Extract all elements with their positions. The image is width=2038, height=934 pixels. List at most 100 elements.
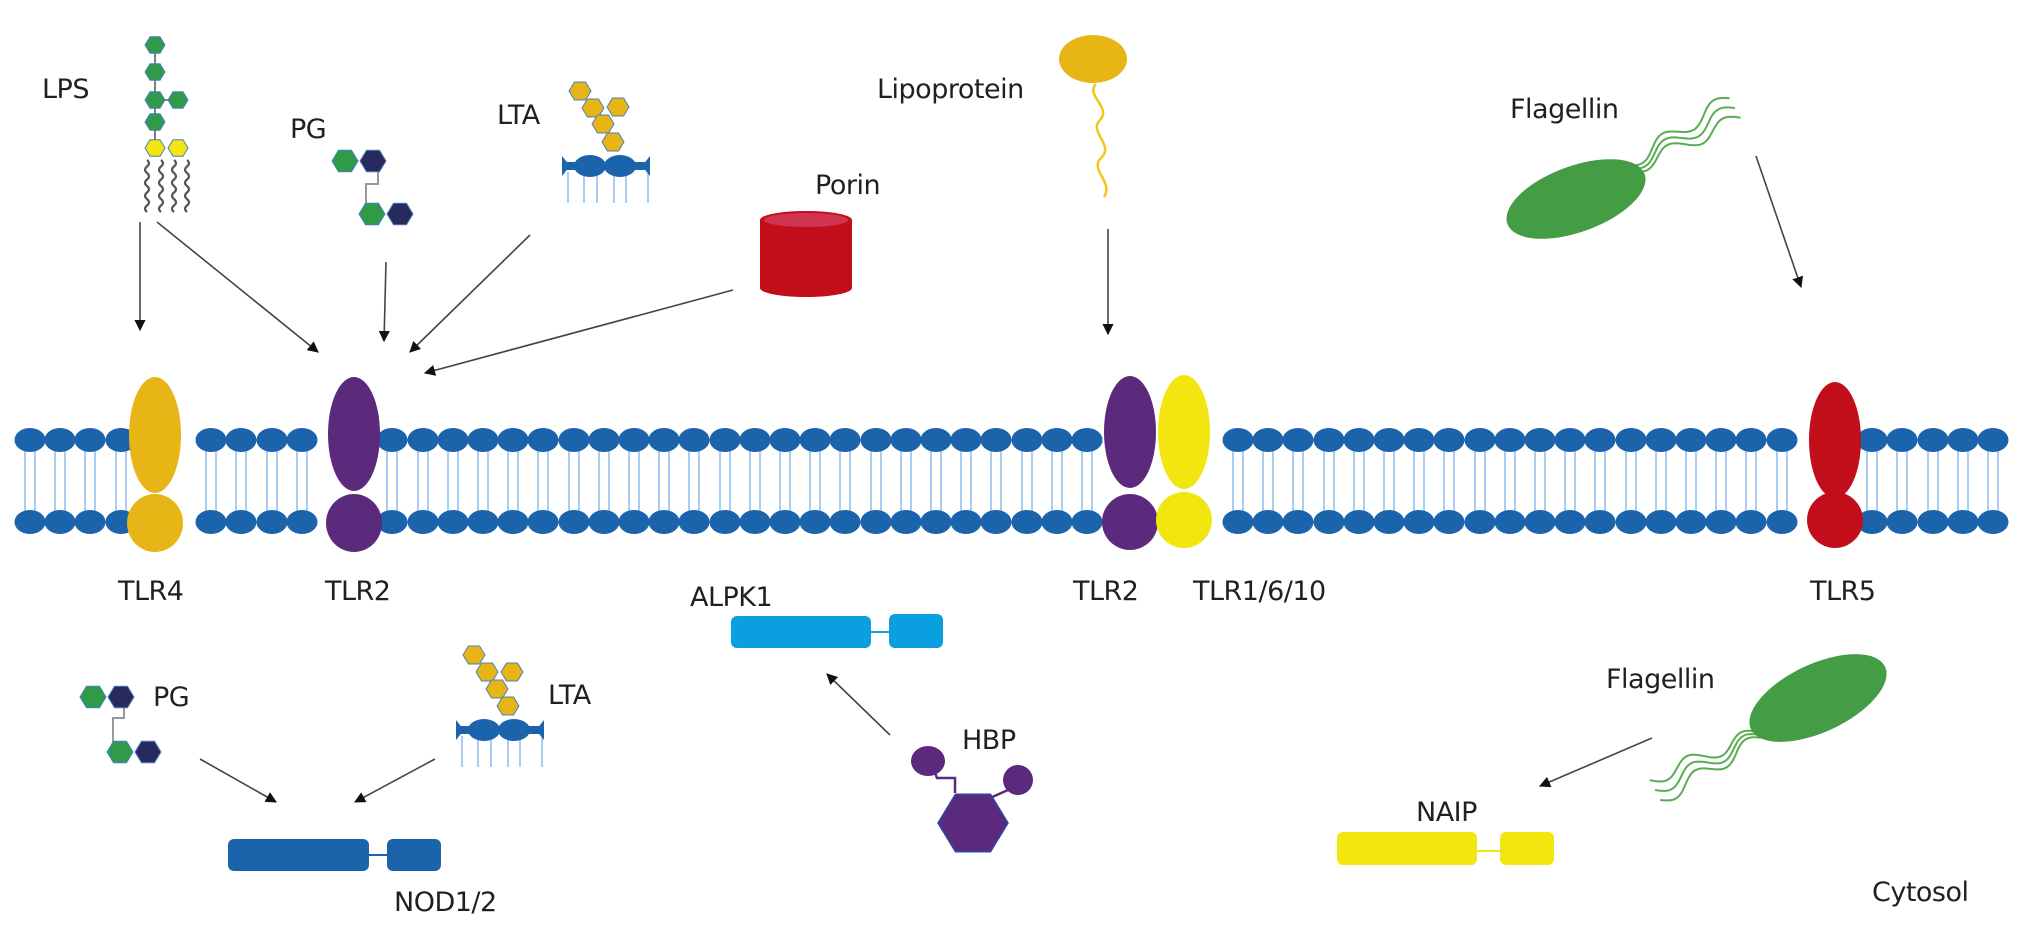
sugar-hexagon [167, 91, 189, 109]
phospholipid-head [1735, 428, 1767, 452]
arrow-pg-to-tlr2 [378, 261, 390, 343]
label-flagellin-top: Flagellin [1510, 94, 1618, 125]
naip-protein-icon [1337, 832, 1554, 865]
sugar-hexagon [581, 98, 605, 118]
lps-molecule-icon [143, 36, 191, 213]
phospholipid-head [1403, 428, 1435, 452]
sugar-hexagon [144, 113, 166, 131]
phospholipid-head [890, 428, 922, 452]
phospholipid-head [1524, 510, 1556, 534]
label-tlr2-left: TLR2 [324, 576, 390, 607]
phospholipid-head [74, 510, 106, 534]
arrow-lta-to-nod [354, 758, 436, 803]
phospholipid-head [14, 510, 46, 534]
phospholipid-head [618, 428, 650, 452]
label-porin: Porin [815, 170, 880, 201]
lta-bottom-molecule-icon [456, 645, 544, 767]
sugar-hexagon [591, 114, 615, 134]
label-nod1-2: NOD1/2 [394, 887, 497, 918]
phospholipid-head [1252, 428, 1284, 452]
phospholipid-head [558, 510, 590, 534]
phospholipid-head [1886, 510, 1918, 534]
phospholipid-head [467, 428, 499, 452]
phospholipid-head [1675, 428, 1707, 452]
arrow-flagellin-to-naip [1538, 737, 1653, 788]
hbp-molecule-icon [911, 746, 1033, 853]
phospholipid-head [1554, 428, 1586, 452]
phospholipid-head [860, 510, 892, 534]
lipid-a-tails [143, 159, 191, 213]
phospholipid-head [860, 428, 892, 452]
sugar-hexagon [359, 149, 387, 173]
phospholipid-head [527, 428, 559, 452]
phospholipid-head [1403, 510, 1435, 534]
phospholipid-head [1856, 510, 1888, 534]
phospholipid-head [407, 428, 439, 452]
label-flagellin-bottom: Flagellin [1606, 664, 1714, 695]
nod1-2-protein-icon [228, 839, 441, 871]
lipid-chain [183, 159, 191, 213]
sugar-hexagon [475, 662, 499, 682]
phospholipid-head [1011, 510, 1043, 534]
phospholipid-head [1222, 428, 1254, 452]
phospholipid-head [678, 510, 710, 534]
phospholipid-head [799, 510, 831, 534]
phospholipid-head [105, 428, 137, 452]
flagella [1626, 97, 1741, 173]
phospholipid-head [1252, 510, 1284, 534]
phospholipid-head [1584, 510, 1616, 534]
arrow-hbp-to-alpk1 [826, 673, 891, 736]
arrow-pg-to-nod [199, 758, 277, 803]
phospholipid-head [1856, 428, 1888, 452]
tlr1-6-10-receptor [1156, 375, 1212, 548]
pg-top-molecule-icon [331, 149, 414, 226]
arrow-porin-to-tlr2 [423, 289, 734, 376]
phospholipid-head [1766, 428, 1798, 452]
tlr2-left-receptor [326, 377, 382, 552]
phospholipid-head [376, 428, 408, 452]
phospholipid-head [527, 510, 559, 534]
flagellated-bacterium-top-icon [1506, 97, 1741, 239]
phospholipid-head [980, 428, 1012, 452]
flagellated-bacterium-bottom-icon [1649, 654, 1887, 802]
sugar-hexagon [107, 685, 135, 709]
phospholipid-head [1494, 428, 1526, 452]
phospholipid-head [950, 510, 982, 534]
flagella [1649, 729, 1762, 802]
phospholipid-head [1494, 510, 1526, 534]
phospholipid-head [1433, 428, 1465, 452]
sugar-hexagon [358, 202, 386, 226]
phospholipid-head [678, 428, 710, 452]
phospholipid-head [256, 510, 288, 534]
label-lta-top: LTA [497, 100, 541, 131]
sugar-hexagon [601, 132, 625, 152]
label-pg-bottom: PG [153, 682, 189, 713]
sugar-hexagon [144, 36, 166, 54]
phospholipid-head [1705, 428, 1737, 452]
phospholipid-head [1373, 510, 1405, 534]
phospholipid-head [407, 510, 439, 534]
phospholipid-head [195, 510, 227, 534]
phospholipid-head [44, 428, 76, 452]
phospholipid-head [1977, 510, 2009, 534]
alpk1-protein-icon [731, 614, 943, 648]
arrow-lta-to-tlr2 [409, 234, 531, 353]
phospholipid-head [225, 510, 257, 534]
phospholipid-head [467, 510, 499, 534]
arrows [134, 155, 1804, 803]
phospholipid-head [648, 510, 680, 534]
phospholipid-head [1886, 428, 1918, 452]
sugar-hexagon [167, 139, 189, 157]
sugar-hexagon [106, 740, 134, 764]
sugar-hexagon [144, 139, 166, 157]
sugar-hexagon [331, 149, 359, 173]
phospholipid-head [1584, 428, 1616, 452]
phospholipid-head [1645, 428, 1677, 452]
phospholipid-head [799, 428, 831, 452]
label-lta-bottom: LTA [548, 680, 592, 711]
phospholipid-head [980, 510, 1012, 534]
phospholipid-head [829, 510, 861, 534]
sugar-hexagon [568, 81, 592, 101]
phospholipid-head [14, 428, 46, 452]
lipid-chain [157, 159, 165, 213]
